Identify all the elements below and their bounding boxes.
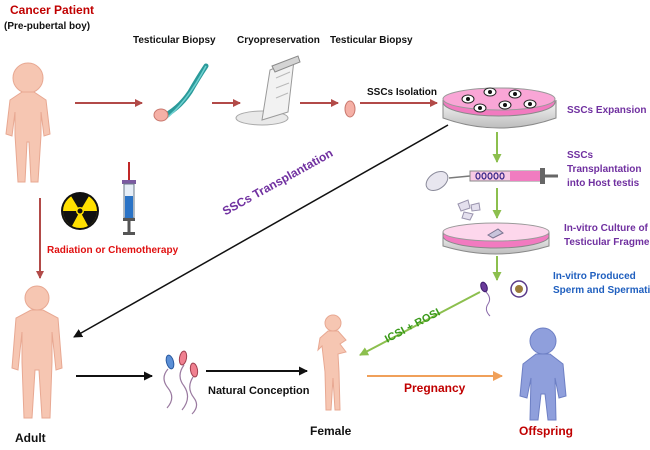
label-sscs-isolation: SSCs Isolation (367, 87, 438, 98)
arrows (36, 99, 503, 381)
transplant-host-line-3: into Host testis (567, 178, 640, 189)
cryovial-icon (235, 55, 301, 126)
transplant-host-line-2: Transplantation (567, 164, 642, 175)
testis-fragments-icon (457, 199, 481, 221)
sperm-icon (480, 281, 491, 317)
label-sscs-expansion: SSCs Expansion (567, 105, 647, 116)
chemo-syringe-icon (122, 162, 136, 235)
petri-dish-expansion-icon (442, 87, 557, 129)
host-testis-icon (425, 170, 449, 192)
patient-title: Cancer Patient (10, 3, 95, 17)
arrow-icsi-to-female (359, 291, 481, 356)
adult-figure-icon (11, 285, 63, 419)
label-female: Female (310, 424, 352, 438)
label-natural-conception: Natural Conception (208, 385, 310, 397)
label-invitro-culture: In-vitro Culture of Testicular Fragment (564, 222, 650, 250)
arrow-ssc-transplantation (73, 124, 449, 338)
patient-subtitle: (Pre-pubertal boy) (4, 21, 91, 32)
label-invitro-sperm: In-vitro Produced Sperm and Spermatid (553, 270, 650, 298)
radiation-hazard-icon (61, 192, 99, 230)
biopsy-needle-icon (153, 63, 209, 122)
label-transplant-host: SSCs Transplantation into Host testis (567, 149, 641, 191)
invitro-culture-line-2: Testicular Fragment (564, 237, 650, 248)
patient-figure-icon (5, 62, 51, 183)
spermatid-icon (510, 280, 528, 298)
sperm-conception-icon (163, 350, 199, 415)
transplant-host-line-1: SSCs (567, 150, 594, 161)
label-cryopreservation: Cryopreservation (237, 35, 320, 46)
petri-dish-culture-icon (442, 222, 550, 255)
invitro-culture-line-1: In-vitro Culture of (564, 223, 648, 234)
syringe-transplant-icon (448, 168, 558, 184)
invitro-sperm-line-1: In-vitro Produced (553, 271, 636, 282)
female-figure-icon (317, 314, 347, 411)
label-pregnancy: Pregnancy (404, 381, 466, 395)
offspring-figure-icon (519, 327, 567, 421)
invitro-sperm-line-2: Sperm and Spermatid (553, 285, 650, 296)
label-testicular-biopsy-2: Testicular Biopsy (330, 35, 413, 46)
label-adult: Adult (15, 431, 46, 445)
label-radiation-chemotherapy: Radiation or Chemotherapy (47, 245, 179, 256)
tissue-sample-icon (344, 100, 356, 118)
label-offspring: Offspring (519, 424, 573, 438)
label-testicular-biopsy-1: Testicular Biopsy (133, 35, 216, 46)
